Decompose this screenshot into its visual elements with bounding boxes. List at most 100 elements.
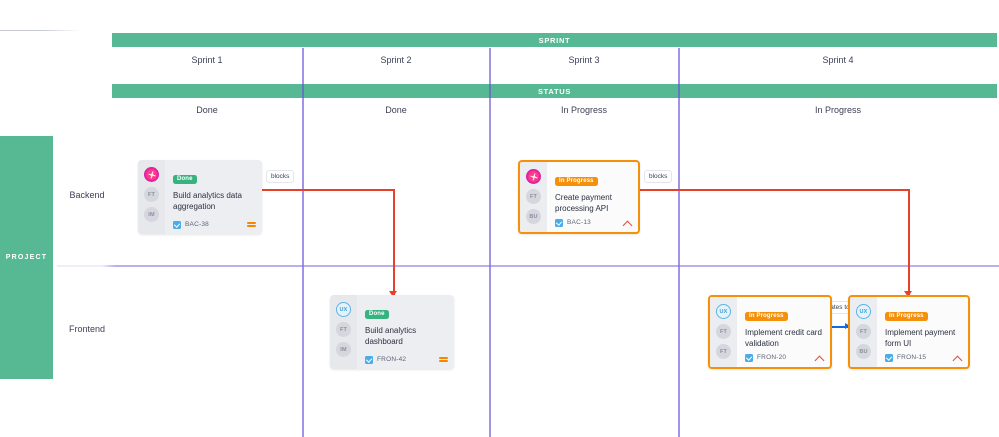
card-title: Build analytics dashboard	[365, 326, 417, 346]
link-blocks-2-vertical	[908, 189, 910, 295]
card-footer: FRON-15	[885, 353, 962, 362]
avatar[interactable]: FT	[856, 324, 871, 339]
avatar-ux[interactable]: UX	[336, 302, 351, 317]
priority-high-icon	[623, 218, 632, 227]
link-blocks-1-horizontal	[262, 189, 395, 191]
status-column-header-1[interactable]: Done	[112, 102, 302, 118]
flower-avatar-icon[interactable]	[144, 167, 159, 182]
task-checkbox-icon	[745, 353, 753, 362]
avatar[interactable]: IM	[336, 342, 351, 357]
link-label-blocks-2[interactable]: blocks	[644, 170, 673, 183]
status-badge: In Progress	[555, 176, 598, 186]
link-blocks-1-vertical	[393, 189, 395, 295]
sprint-column-label: Sprint 3	[568, 55, 600, 65]
card-avatars: UX FT IM	[330, 295, 357, 369]
issue-key[interactable]: FRON-15	[897, 354, 927, 361]
status-band-header: STATUS	[112, 84, 997, 98]
column-divider-3	[678, 48, 680, 437]
sprint-column-header-1[interactable]: Sprint 1	[112, 52, 302, 68]
priority-medium-icon	[247, 220, 256, 229]
row-label-text: Frontend	[68, 324, 106, 334]
card-body: In Progress Create payment processing AP…	[547, 162, 638, 232]
avatar-ux[interactable]: UX	[856, 304, 871, 319]
status-column-header-3[interactable]: In Progress	[490, 102, 678, 118]
sprint-column-label: Sprint 4	[822, 55, 854, 65]
card-body: Done Build analytics data aggregation BA…	[165, 160, 262, 234]
flower-avatar-icon[interactable]	[526, 169, 541, 184]
link-blocks-2-horizontal	[640, 189, 910, 191]
link-label-text: relates to	[823, 304, 850, 311]
row-label-frontend[interactable]: Frontend	[57, 324, 117, 334]
card-title: Implement credit card validation	[745, 328, 822, 348]
sprint-column-label: Sprint 2	[380, 55, 412, 65]
project-spine[interactable]: PROJECT	[0, 136, 53, 379]
row-label-text: Backend	[69, 190, 105, 200]
card-footer: BAC-13	[555, 218, 632, 227]
task-checkbox-icon	[885, 353, 893, 362]
column-divider-2	[489, 48, 491, 437]
sprint-column-label: Sprint 1	[191, 55, 223, 65]
status-badge: Done	[365, 309, 389, 319]
card-title: Implement payment form UI	[885, 328, 956, 348]
avatar[interactable]: IM	[144, 207, 159, 222]
status-column-label: In Progress	[560, 105, 608, 115]
task-checkbox-icon	[365, 355, 373, 364]
card-footer: FRON-20	[745, 353, 824, 362]
avatar[interactable]: BU	[856, 344, 871, 359]
card-avatars: UX FT BU	[850, 297, 877, 367]
card-fron-42[interactable]: UX FT IM Done Build analytics dashboard …	[330, 295, 454, 369]
card-title: Create payment processing API	[555, 193, 612, 213]
avatar[interactable]: FT	[144, 187, 159, 202]
card-body: In Progress Implement payment form UI FR…	[877, 297, 968, 367]
task-checkbox-icon	[173, 220, 181, 229]
top-left-rule	[0, 30, 80, 31]
link-label-text: blocks	[271, 173, 290, 180]
sprint-band-header: SPRINT	[112, 33, 997, 47]
project-spine-label: PROJECT	[5, 254, 48, 261]
card-bac-13[interactable]: FT BU In Progress Create payment process…	[518, 160, 640, 234]
link-blocks-2-arrow-icon	[904, 291, 912, 297]
link-blocks-1-arrow-icon	[389, 291, 397, 297]
column-divider-1	[302, 48, 304, 437]
row-label-backend[interactable]: Backend	[57, 190, 117, 200]
sprint-column-header-3[interactable]: Sprint 3	[490, 52, 678, 68]
task-checkbox-icon	[555, 218, 563, 227]
issue-key[interactable]: BAC-13	[567, 219, 591, 226]
card-bac-38[interactable]: FT IM Done Build analytics data aggregat…	[138, 160, 262, 234]
status-column-header-4[interactable]: In Progress	[679, 102, 997, 118]
status-band-label: STATUS	[537, 86, 572, 96]
link-label-text: blocks	[649, 173, 668, 180]
status-badge: Done	[173, 174, 197, 184]
issue-key[interactable]: FRON-20	[757, 354, 787, 361]
card-fron-20[interactable]: UX FT FT In Progress Implement credit ca…	[708, 295, 832, 369]
sprint-column-header-4[interactable]: Sprint 4	[679, 52, 997, 68]
status-column-label: In Progress	[814, 105, 862, 115]
card-body: In Progress Implement credit card valida…	[737, 297, 830, 367]
card-footer: FRON-42	[365, 355, 448, 364]
link-relates-arrow-icon	[845, 323, 850, 329]
priority-high-icon	[815, 353, 824, 362]
priority-medium-icon	[439, 355, 448, 364]
status-badge: In Progress	[745, 311, 788, 321]
card-title: Build analytics data aggregation	[173, 191, 242, 211]
status-column-header-2[interactable]: Done	[303, 102, 489, 118]
sprint-column-header-2[interactable]: Sprint 2	[303, 52, 489, 68]
swimlane-divider	[57, 265, 999, 267]
avatar[interactable]: FT	[716, 344, 731, 359]
card-avatars: FT BU	[520, 162, 547, 232]
link-label-blocks-1[interactable]: blocks	[266, 170, 295, 183]
card-avatars: FT IM	[138, 160, 165, 234]
issue-key[interactable]: BAC-38	[185, 221, 209, 228]
card-avatars: UX FT FT	[710, 297, 737, 367]
avatar[interactable]: FT	[716, 324, 731, 339]
avatar-ux[interactable]: UX	[716, 304, 731, 319]
avatar[interactable]: BU	[526, 209, 541, 224]
card-fron-15[interactable]: UX FT BU In Progress Implement payment f…	[848, 295, 970, 369]
priority-high-icon	[953, 353, 962, 362]
link-relates-horizontal	[830, 326, 850, 328]
issue-key[interactable]: FRON-42	[377, 356, 407, 363]
sprint-band-label: SPRINT	[538, 35, 571, 45]
avatar[interactable]: FT	[526, 189, 541, 204]
avatar[interactable]: FT	[336, 322, 351, 337]
